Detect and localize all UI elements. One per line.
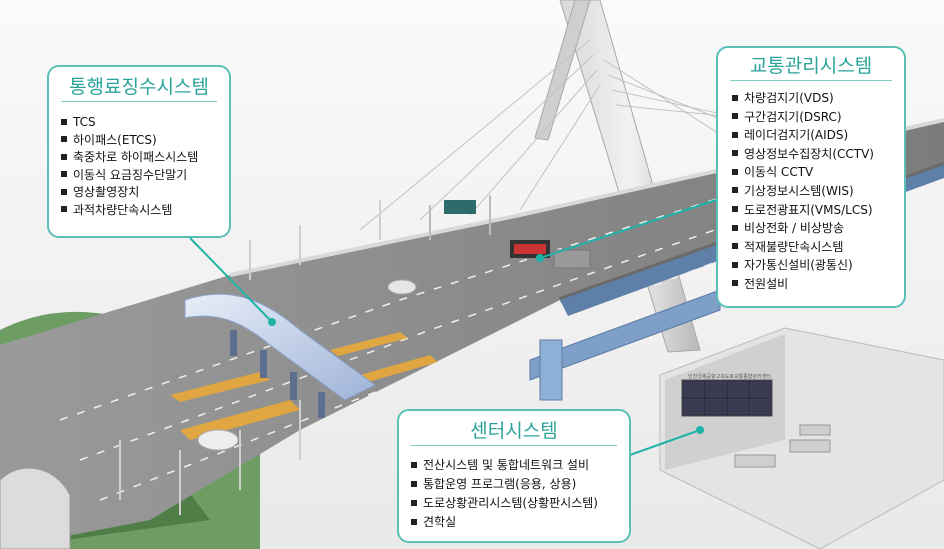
bullet-icon <box>61 188 67 195</box>
list-item: 차량검지기(VDS) <box>732 89 904 108</box>
callout-leader-lines <box>189 199 717 456</box>
list-item: 비상전화 / 비상방송 <box>732 219 904 238</box>
video-wall-label: 인천국제공항고속도로교통종합관리센터 <box>688 373 771 380</box>
list-item: 영상정보수집장치(CCTV) <box>732 145 904 164</box>
list-item: 전원설비 <box>732 275 904 294</box>
stay-cables <box>359 39 881 231</box>
bullet-icon <box>411 499 417 506</box>
callout-title: 교통관리시스템 <box>749 55 873 77</box>
list-item: 도로전광표지(VMS/LCS) <box>732 201 904 220</box>
callout-item-list: 전산시스템 및 통합네트워크 설비 통합운영 프로그램(응용, 상용) 도로상황… <box>399 446 629 532</box>
overpass-pier <box>539 339 563 401</box>
list-item: 자가통신설비(광통신) <box>732 256 904 275</box>
list-item: TCS <box>61 114 229 132</box>
toll-canopy <box>184 293 376 401</box>
operator-desks <box>734 424 831 468</box>
bullet-icon <box>732 94 738 101</box>
vehicles <box>197 249 591 451</box>
bullet-icon <box>732 187 738 194</box>
bullet-icon <box>732 280 738 287</box>
bullet-icon <box>411 480 417 487</box>
lane-markings <box>59 184 841 501</box>
list-item: 영상촬영장치 <box>61 184 229 202</box>
bullet-icon <box>732 150 738 157</box>
bullet-icon <box>732 261 738 268</box>
callout-center-system: 센터시스템 전산시스템 및 통합네트워크 설비 통합운영 프로그램(응용, 상용… <box>397 409 631 543</box>
list-item: 전산시스템 및 통합네트워크 설비 <box>411 456 629 475</box>
list-item: 구간검지기(DSRC) <box>732 108 904 127</box>
bullet-icon <box>411 461 417 468</box>
control-center-room: 인천국제공항고속도로교통종합관리센터 <box>659 327 944 549</box>
bullet-icon <box>732 131 738 138</box>
bullet-icon <box>61 136 67 143</box>
list-item: 과적차량단속시스템 <box>61 202 229 220</box>
callout-divider <box>411 445 617 446</box>
callout-toll-collection: 통행료징수시스템 TCS 하이패스(ETCS) 축중차로 하이패스시스템 이동식… <box>47 65 231 238</box>
callout-title: 통행료징수시스템 <box>69 76 209 98</box>
bullet-icon <box>61 171 67 178</box>
callout-item-list: 차량검지기(VDS) 구간검지기(DSRC) 레이더검지기(AIDS) 영상정보… <box>718 81 904 294</box>
list-item: 축중차로 하이패스시스템 <box>61 149 229 167</box>
toll-booths <box>230 330 325 418</box>
center-pointer-dot <box>696 426 704 434</box>
bullet-icon <box>61 118 67 125</box>
list-item: 기상정보시스템(WIS) <box>732 182 904 201</box>
callout-divider <box>730 80 892 81</box>
list-item: 통합운영 프로그램(응용, 상용) <box>411 475 629 494</box>
tunnel-portal <box>0 467 71 549</box>
list-item: 견학실 <box>411 513 629 532</box>
list-item: 이동식 CCTV <box>732 163 904 182</box>
list-item: 적재불량단속시스템 <box>732 238 904 257</box>
list-item: 도로상황관리시스템(상황판시스템) <box>411 494 629 513</box>
callout-traffic-management: 교통관리시스템 차량검지기(VDS) 구간검지기(DSRC) 레이더검지기(AI… <box>716 46 906 308</box>
street-lights <box>119 200 381 515</box>
bullet-icon <box>732 168 738 175</box>
bridge-pylon-back <box>534 0 591 141</box>
bullet-icon <box>61 153 67 160</box>
list-item: 하이패스(ETCS) <box>61 132 229 150</box>
bullet-icon <box>732 206 738 213</box>
bullet-icon <box>732 224 738 231</box>
overpass-beam <box>529 289 721 381</box>
bullet-icon <box>61 206 67 213</box>
callout-item-list: TCS 하이패스(ETCS) 축중차로 하이패스시스템 이동식 요금징수단말기 … <box>49 102 229 220</box>
list-item: 레이더검지기(AIDS) <box>732 126 904 145</box>
bullet-icon <box>732 113 738 120</box>
toll-lane-islands <box>170 332 438 440</box>
traffic-pointer-dot <box>536 254 544 262</box>
overhead-gantries <box>429 195 550 258</box>
bullet-icon <box>732 243 738 250</box>
list-item: 이동식 요금징수단말기 <box>61 167 229 185</box>
callout-divider <box>61 101 217 102</box>
toll-pointer-dot <box>268 318 276 326</box>
callout-title: 센터시스템 <box>470 420 558 442</box>
bullet-icon <box>411 518 417 525</box>
